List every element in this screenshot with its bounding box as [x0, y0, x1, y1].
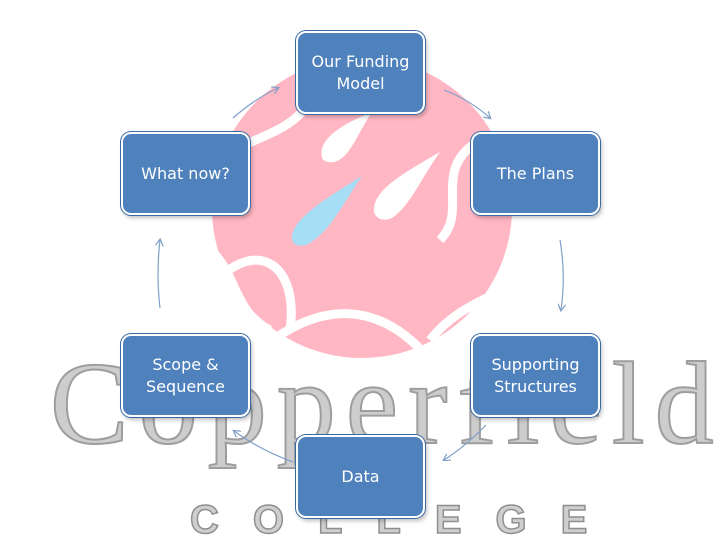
node-scope-and-sequence[interactable]: Scope & Sequence: [121, 334, 250, 417]
node-label: Data: [341, 466, 380, 486]
arrow-funding-to-plans: [443, 89, 490, 118]
arrow-scope-to-whatnow: [158, 240, 160, 309]
node-data[interactable]: Data: [296, 435, 425, 518]
node-label: Supporting Structures: [491, 354, 580, 396]
node-label: Scope & Sequence: [146, 354, 225, 396]
node-our-funding-model[interactable]: Our Funding Model: [296, 31, 425, 114]
node-label: The Plans: [496, 163, 575, 183]
node-the-plans[interactable]: The Plans: [471, 132, 600, 215]
node-label: What now?: [141, 163, 230, 183]
arrow-supporting-to-data: [444, 424, 487, 460]
arrow-plans-to-supporting: [560, 239, 563, 310]
node-label: Our Funding Model: [311, 51, 410, 93]
arrow-data-to-scope: [234, 431, 294, 463]
node-supporting-structures[interactable]: Supporting Structures: [471, 334, 600, 417]
arrow-whatnow-to-funding: [232, 88, 278, 119]
node-what-now[interactable]: What now?: [121, 132, 250, 215]
